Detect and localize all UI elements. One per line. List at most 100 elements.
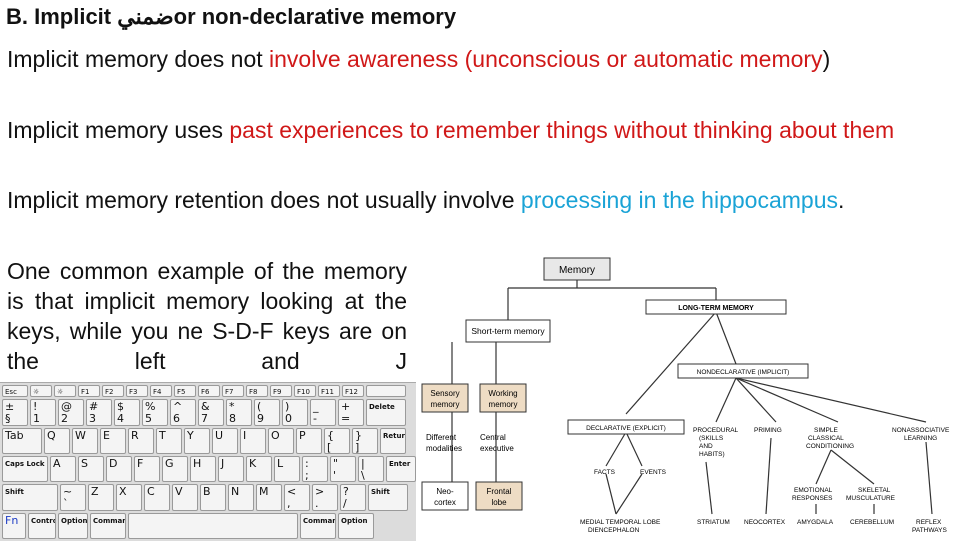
title-arabic: ضمني [117,4,174,29]
keyboard-key: F [134,456,160,482]
keyboard-key: U [212,428,238,454]
neocortex-box [421,481,469,511]
keyboard-key: $ 4 [114,399,140,426]
keyboard-key: F12 [342,385,364,397]
keyboard-key: ~ ` [60,484,86,511]
svg-text:Working: Working [488,389,517,398]
keyboard-key [128,513,298,539]
keyboard-key: N [228,484,254,511]
keyboard-key: L [274,456,300,482]
svg-text:memory: memory [431,400,460,409]
keyboard-key: > . [312,484,338,511]
keyboard-key: | \ [358,456,384,482]
keyboard-key: ☼ [54,385,76,397]
keyboard-key: C [144,484,170,511]
cerebellum-label: CEREBELLUM [850,519,894,526]
keyboard-key: Esc [2,385,28,397]
keyboard-key: Y [184,428,210,454]
keyboard-key: H [190,456,216,482]
p1-highlight: involve awareness (unconscious or automa… [269,46,823,72]
p1-text: Implicit memory does not [7,46,270,72]
keyboard-key: Shift [2,484,58,511]
keyboard-key: J [218,456,244,482]
svg-text:Neo-: Neo- [436,487,454,496]
keyboard-key: G [162,456,188,482]
working-box [479,383,527,413]
keyboard-key: E [100,428,126,454]
svg-text:(SKILLS: (SKILLS [699,435,724,442]
keyboard-key: " ' [330,456,356,482]
keyboard-key: X [116,484,142,511]
p3-highlight: processing in the hippocampus [520,187,838,213]
keyboard-row: FnControlOptionCommandCommandOption [2,513,374,539]
p3-tail: . [838,187,845,213]
keyboard-key: F2 [102,385,124,397]
keyboard-key: I [240,428,266,454]
keyboard-key: { [ [324,428,350,454]
keyboard-key: Option [58,513,88,539]
svg-text:executive: executive [480,444,514,453]
svg-text:Frontal: Frontal [487,487,512,496]
svg-text:AND: AND [699,443,713,450]
keyboard-key: F11 [318,385,340,397]
keyboard-key: F10 [294,385,316,397]
priming-label: PRIMING [754,427,782,434]
svg-text:cortex: cortex [434,498,456,507]
keyboard-key: F7 [222,385,244,397]
keyboard-key: Command [300,513,336,539]
keyboard-key: ± § [2,399,28,426]
keyboard-key [366,385,406,397]
frontal-box [475,481,523,511]
p1-tail: ) [822,46,831,72]
keyboard-key: + = [338,399,364,426]
keyboard-key: F6 [198,385,220,397]
diagram-lines [451,280,933,515]
memory-diagram: Memory LONG-TERM MEMORY Short-term memor… [416,252,960,540]
svg-text:RESPONSES: RESPONSES [792,495,833,502]
long-term-label: LONG-TERM MEMORY [678,305,754,312]
skeletal-label: SKELETAL [858,487,891,494]
paragraph-4: One common example of the memory is that… [7,258,407,374]
svg-text:Different: Different [426,433,457,442]
keyboard-key: T [156,428,182,454]
nondeclarative-label: NONDECLARATIVE (IMPLICIT) [697,369,790,376]
keyboard-key: O [268,428,294,454]
svg-text:modalities: modalities [426,444,462,453]
keyboard-key: & 7 [198,399,224,426]
keyboard-key: ! 1 [30,399,56,426]
title-suffix: or non-declarative memory [173,4,457,29]
keyboard-key: B [200,484,226,511]
svg-text:DIENCEPHALON: DIENCEPHALON [588,527,640,534]
keyboard-key: F8 [246,385,268,397]
keyboard-key: V [172,484,198,511]
keyboard-key: Option [338,513,374,539]
memory-label: Memory [559,265,595,276]
svg-text:Sensory: Sensory [430,389,459,398]
keyboard-key: ? / [340,484,366,511]
keyboard-key: Control [28,513,56,539]
keyboard-key: Command [90,513,126,539]
title-prefix: B. Implicit [6,4,118,29]
keyboard-key: A [50,456,76,482]
declarative-label: DECLARATIVE (EXPLICIT) [586,425,666,432]
medial-label: MEDIAL TEMPORAL LOBE [580,519,661,526]
sensory-box [421,383,469,413]
keyboard-key: F3 [126,385,148,397]
neocortex-label: NEOCORTEX [744,519,786,526]
keyboard-key: % 5 [142,399,168,426]
keyboard-key: F1 [78,385,100,397]
keyboard-key: Z [88,484,114,511]
keyboard-key: R [128,428,154,454]
short-term-box [465,319,551,343]
svg-text:Central: Central [480,433,506,442]
simple-label: SIMPLE [814,427,839,434]
keyboard-key: _ - [310,399,336,426]
paragraph-1: Implicit memory does not involve awarene… [7,44,943,74]
keyboard-key: D [106,456,132,482]
keyboard-key: Q [44,428,70,454]
keyboard-key: # 3 [86,399,112,426]
